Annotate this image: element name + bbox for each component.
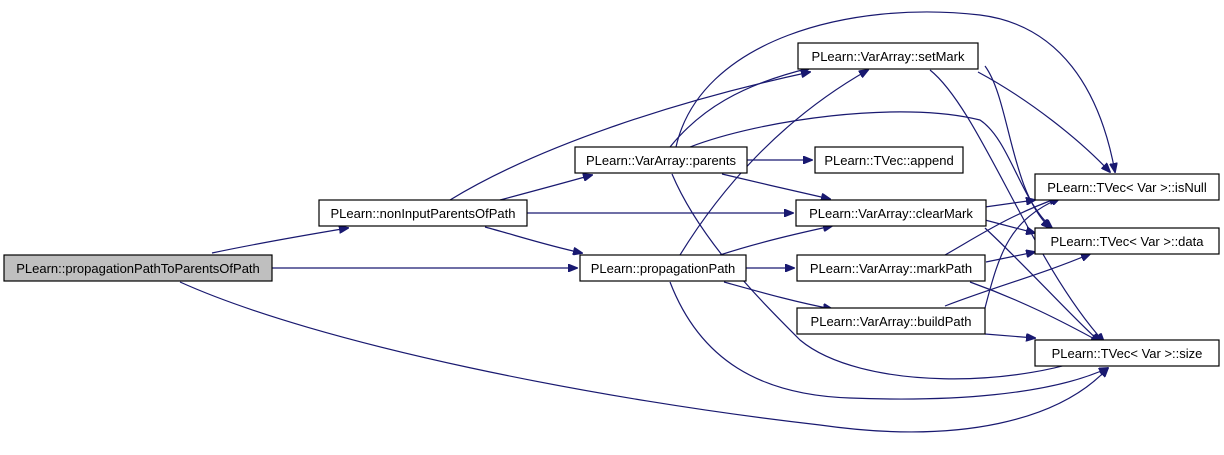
node-tvec-isnull[interactable]: PLearn::TVec< Var >::isNull (1034, 173, 1220, 201)
node-box (1034, 173, 1220, 201)
node-propagation-path-to-parents-of-path[interactable]: PLearn::propagationPathToParentsOfPath (3, 254, 273, 282)
edge-noninput-to-setmark (449, 72, 810, 201)
node-vararray-parents[interactable]: PLearn::VarArray::parents (574, 146, 748, 174)
node-box (1034, 339, 1220, 367)
node-label: PLearn::VarArray::parents (586, 153, 737, 168)
node-box (3, 254, 273, 282)
edge-clearmark-to-isnull (984, 200, 1035, 208)
node-box (796, 254, 986, 282)
node-label: PLearn::TVec< Var >::isNull (1047, 180, 1207, 195)
edge-parents-to-clearmark (721, 173, 830, 199)
edge-buildpath-to-size (984, 334, 1035, 338)
node-vararray-buildpath[interactable]: PLearn::VarArray::buildPath (796, 307, 986, 335)
node-label: PLearn::propagationPath (591, 261, 736, 276)
node-label: PLearn::propagationPathToParentsOfPath (16, 261, 260, 276)
edge-parents-to-setmark (669, 68, 810, 148)
edge-root-to-size (179, 281, 1108, 433)
node-tvec-size[interactable]: PLearn::TVec< Var >::size (1034, 339, 1220, 367)
node-vararray-markpath[interactable]: PLearn::VarArray::markPath (796, 254, 986, 282)
node-label: PLearn::VarArray::buildPath (811, 314, 972, 329)
nodes: PLearn::propagationPathToParentsOfPath P… (3, 42, 1220, 367)
node-vararray-setmark[interactable]: PLearn::VarArray::setMark (797, 42, 979, 70)
node-label: PLearn::VarArray::clearMark (809, 206, 973, 221)
node-label: PLearn::TVec::append (824, 153, 953, 168)
edge-propagationpath-to-size (669, 281, 1108, 400)
node-label: PLearn::VarArray::markPath (810, 261, 972, 276)
edge-parents-to-size (671, 173, 1110, 380)
edge-root-to-noninput (211, 228, 348, 254)
edge-noninput-to-propagationpath (484, 226, 582, 253)
edge-parents-to-data (689, 111, 1052, 228)
node-box (318, 199, 528, 227)
edge-clearmark-to-data (984, 219, 1035, 233)
node-box (797, 42, 979, 70)
edge-parents-to-isnull (675, 11, 1115, 172)
node-label: PLearn::nonInputParentsOfPath (330, 206, 515, 221)
edge-markpath-to-size (969, 281, 1100, 342)
node-box (579, 254, 747, 282)
node-label: PLearn::TVec< Var >::data (1051, 234, 1205, 249)
node-box (795, 199, 987, 227)
node-box (574, 146, 748, 174)
node-box (1034, 227, 1220, 255)
node-propagation-path[interactable]: PLearn::propagationPath (579, 254, 747, 282)
edge-buildpath-to-isnull (984, 198, 1060, 309)
edge-propagationpath-to-buildpath (723, 281, 832, 309)
edge-buildpath-to-data (944, 254, 1090, 307)
edge-propagationpath-to-setmark (679, 70, 868, 256)
node-tvec-append[interactable]: PLearn::TVec::append (814, 146, 964, 174)
edges (179, 11, 1115, 433)
node-label: PLearn::VarArray::setMark (812, 49, 965, 64)
edge-setmark-to-data (984, 65, 1050, 228)
node-box (814, 146, 964, 174)
edge-markpath-to-data (985, 252, 1035, 263)
node-vararray-clearmark[interactable]: PLearn::VarArray::clearMark (795, 199, 987, 227)
edge-markpath-to-isnull (944, 198, 1058, 256)
node-non-input-parents-of-path[interactable]: PLearn::nonInputParentsOfPath (318, 199, 528, 227)
edge-noninput-to-parents (499, 175, 592, 201)
edge-setmark-to-size (929, 69, 1104, 342)
node-box (796, 307, 986, 335)
edge-clearmark-to-size (984, 227, 1100, 342)
edge-setmark-to-isnull (977, 71, 1110, 172)
node-tvec-data[interactable]: PLearn::TVec< Var >::data (1034, 227, 1220, 255)
node-label: PLearn::TVec< Var >::size (1052, 346, 1203, 361)
edge-propagationpath-to-clearmark (719, 226, 832, 256)
